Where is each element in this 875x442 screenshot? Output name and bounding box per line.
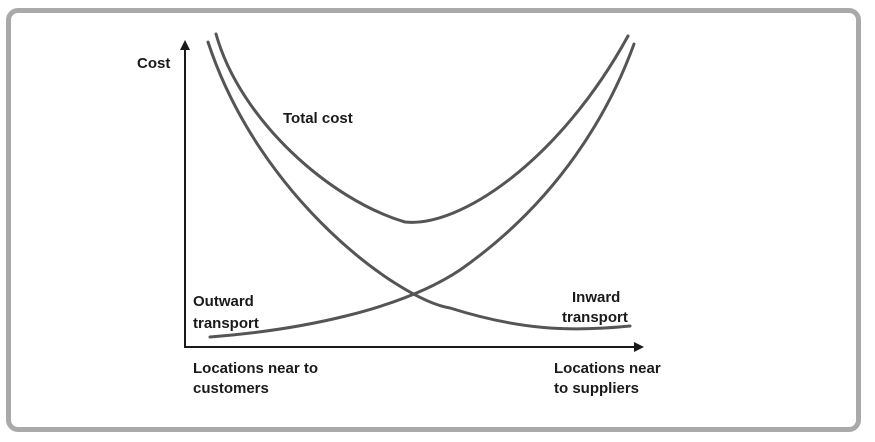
- x-axis-left-label-line1: Locations near to: [193, 360, 318, 377]
- total-cost-curve: [214, 32, 630, 224]
- outward-transport-label-line1: Outward: [193, 293, 254, 310]
- inward-transport-label-line2: transport: [562, 309, 628, 326]
- x-axis-left-label-line2: customers: [193, 380, 269, 397]
- y-axis-label: Cost: [137, 55, 170, 72]
- outward-transport-curve: [208, 42, 636, 339]
- total-cost-label: Total cost: [283, 110, 353, 127]
- x-axis-right-label-line1: Locations near: [554, 360, 661, 377]
- x-axis-right-label-line2: to suppliers: [554, 380, 639, 397]
- inward-transport-label-line1: Inward: [572, 289, 620, 306]
- inward-transport-curve: [206, 40, 632, 331]
- outward-transport-label-line2: transport: [193, 315, 259, 332]
